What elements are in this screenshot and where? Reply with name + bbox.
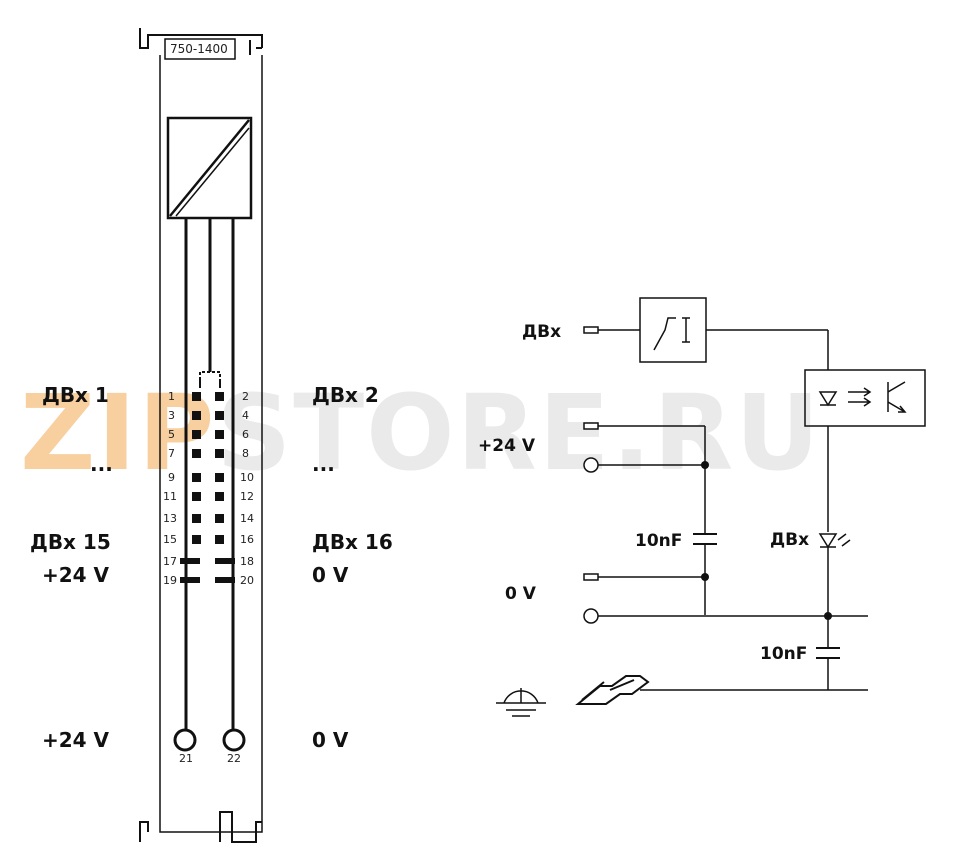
converter-diagonal — [169, 119, 250, 217]
pin-9: 9 — [168, 471, 175, 484]
watermark-store: STORE.RU — [216, 372, 822, 494]
pin-11: 11 — [163, 490, 177, 503]
pin-5: 5 — [168, 428, 175, 441]
label-zero-lower: 0 V — [312, 728, 349, 752]
module-housing — [159, 55, 263, 833]
pin-10: 10 — [240, 471, 254, 484]
converter-diagonal-2 — [175, 127, 250, 217]
pin-14: 14 — [240, 512, 254, 525]
din-rail-icon — [575, 675, 650, 705]
pin-21: 21 — [179, 752, 193, 765]
watermark-zip: ZIP — [20, 372, 217, 494]
pin-2: 2 — [242, 390, 249, 403]
status-led — [818, 533, 838, 549]
pin-17: 17 — [163, 555, 177, 568]
pin-3: 3 — [168, 409, 175, 422]
filter-symbol — [653, 317, 676, 351]
pin-20: 20 — [240, 574, 254, 587]
pin-6: 6 — [242, 428, 249, 441]
optocoupler-box — [804, 369, 926, 427]
label-plus24-lower: +24 V — [42, 728, 110, 752]
watermark: ZIPSTORE.RU — [20, 372, 822, 494]
input-terminal — [583, 326, 599, 334]
pin-22: 22 — [227, 752, 241, 765]
cap2-label: 10nF — [760, 644, 808, 664]
label-dbx15: ДВх 15 — [30, 530, 111, 554]
circuit-zero-label: 0 V — [505, 584, 536, 604]
node-zero — [701, 573, 709, 581]
plus24-circle-terminal — [583, 457, 599, 473]
module-top-clip — [139, 28, 263, 49]
pin-8: 8 — [242, 447, 249, 460]
filter-box — [639, 297, 707, 363]
plus24-terminal — [583, 422, 599, 430]
optocoupler-transistor — [887, 381, 907, 413]
node-zero-right — [824, 612, 832, 620]
label-dbx2: ДВх 2 — [312, 383, 379, 407]
pin-1: 1 — [168, 390, 175, 403]
label-ellipsis-right: ... — [312, 452, 335, 476]
pin-12: 12 — [240, 490, 254, 503]
circuit-plus24-label: +24 V — [478, 436, 535, 456]
label-zero-upper: 0 V — [312, 563, 349, 587]
pin-13: 13 — [163, 512, 177, 525]
cap1-label: 10nF — [635, 531, 683, 551]
pin-16: 16 — [240, 533, 254, 546]
pin-4: 4 — [242, 409, 249, 422]
terminal-22 — [222, 728, 246, 752]
module-top-right-clip — [249, 40, 262, 55]
zero-terminal — [583, 573, 599, 581]
label-dbx16: ДВх 16 — [312, 530, 393, 554]
pin-7: 7 — [168, 447, 175, 460]
label-plus24-upper: +24 V — [42, 563, 110, 587]
module-bottom-clip — [139, 811, 262, 843]
pin-19: 19 — [163, 574, 177, 587]
earth-ground-icon — [496, 688, 546, 717]
part-number: 750-1400 — [170, 42, 228, 56]
optocoupler-arrows — [848, 387, 872, 407]
zero-circle-terminal — [583, 608, 599, 624]
label-dbx1: ДВх 1 — [42, 383, 109, 407]
circuit-input-label: ДВх — [522, 322, 562, 342]
pin-18: 18 — [240, 555, 254, 568]
led-label: ДВх — [770, 530, 810, 550]
wire-middle-fork — [199, 371, 221, 380]
pin-15: 15 — [163, 533, 177, 546]
node-plus24 — [701, 461, 709, 469]
optocoupler-led — [818, 391, 838, 407]
label-ellipsis-left: ... — [90, 452, 113, 476]
part-number-box — [164, 38, 236, 60]
terminal-21 — [173, 728, 197, 752]
